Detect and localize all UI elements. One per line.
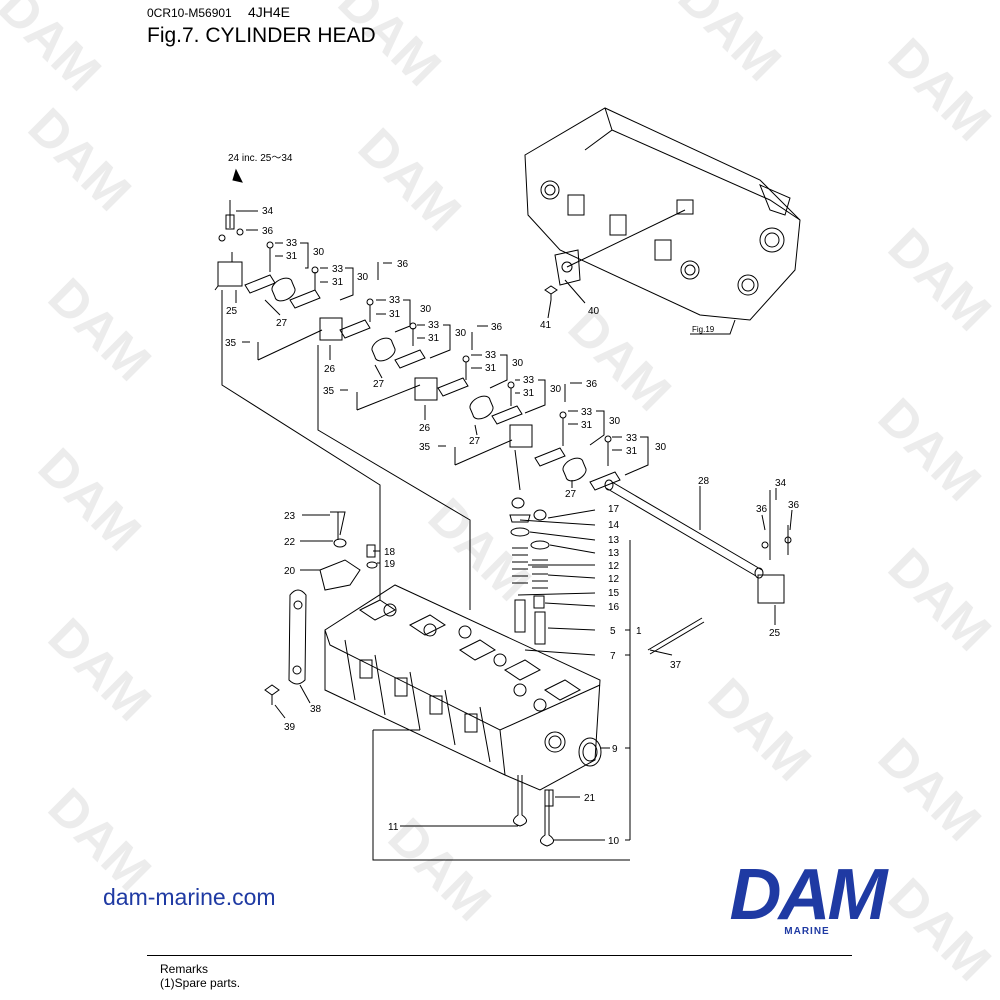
part-label: 15 <box>608 588 620 599</box>
valve-train-drawing <box>509 497 554 847</box>
part-label: 31 <box>626 446 638 457</box>
part-label: 27 <box>469 436 481 447</box>
part-label: 41 <box>540 320 552 331</box>
part-label: 33 <box>626 433 638 444</box>
remarks-heading: Remarks <box>160 962 209 976</box>
part-label: 9 <box>612 744 618 755</box>
part-label: 25 <box>769 628 781 639</box>
part-label: 36 <box>586 379 598 390</box>
part-label: 22 <box>284 537 296 548</box>
part-label: 28 <box>698 476 710 487</box>
part-label: 38 <box>310 704 322 715</box>
part-label: 37 <box>670 660 682 671</box>
remarks: Remarks (1)Spare parts. <box>160 962 240 990</box>
part-label: 33 <box>428 320 440 331</box>
assembly-note: 24 inc. 25～34 <box>228 153 293 164</box>
part-code: 0CR10-M56901 <box>147 6 232 20</box>
part-label: 31 <box>389 309 401 320</box>
part-label: 19 <box>384 559 396 570</box>
logo-text: DAM <box>729 855 888 935</box>
part-label: 27 <box>373 379 385 390</box>
figure-title: Fig.7. CYLINDER HEAD <box>147 24 376 47</box>
part-label: 33 <box>389 295 401 306</box>
part-label: 34 <box>262 206 274 217</box>
part-label: 12 <box>608 574 620 585</box>
part-label: 33 <box>523 375 535 386</box>
engine-model: 4JH4E <box>248 4 291 20</box>
part-label: 18 <box>384 547 396 558</box>
part-label: 30 <box>655 442 667 453</box>
leader-lines <box>221 210 793 625</box>
part-label: 31 <box>332 277 344 288</box>
part-label: 14 <box>608 520 620 531</box>
part-label: 30 <box>313 247 325 258</box>
part-label: 16 <box>608 602 620 613</box>
part-label: 36 <box>397 259 409 270</box>
divider <box>147 955 852 956</box>
part-label: 33 <box>485 350 497 361</box>
part-label: 11 <box>388 822 399 833</box>
part-label: 26 <box>324 364 336 375</box>
arrow-icon <box>232 168 243 183</box>
part-label: 25 <box>226 306 238 317</box>
part-label: 36 <box>491 322 503 333</box>
part-label: 33 <box>332 264 344 275</box>
part-label: 35 <box>323 386 335 397</box>
part-labels: 34 36 33 31 30 33 31 30 36 25 27 35 33 3… <box>225 206 800 847</box>
part-label: 34 <box>775 478 787 489</box>
part-label: 5 <box>610 626 616 637</box>
cylinder-head-drawing <box>324 584 601 791</box>
part-brackets <box>274 509 673 861</box>
part-label: 7 <box>610 651 616 662</box>
website-link[interactable]: dam-marine.com <box>103 884 276 910</box>
part-label: 35 <box>419 442 431 453</box>
remarks-line: (1)Spare parts. <box>160 976 241 990</box>
part-label: 39 <box>284 722 296 733</box>
logo-subtext: MARINE <box>784 926 830 937</box>
part-label: 26 <box>419 423 431 434</box>
part-label: 33 <box>286 238 298 249</box>
part-label: 30 <box>512 358 524 369</box>
part-label: 31 <box>286 251 298 262</box>
part-label: 36 <box>262 226 274 237</box>
part-label: 23 <box>284 511 296 522</box>
part-label: 36 <box>788 500 800 511</box>
part-label: 30 <box>550 384 562 395</box>
part-label: 13 <box>608 548 620 559</box>
part-label: 36 <box>756 504 768 515</box>
engine-block-drawing: Fig.19 <box>524 107 801 335</box>
part-label: 17 <box>608 504 620 515</box>
part-label: 12 <box>608 561 620 572</box>
dam-marine-logo: DAM MARINE <box>717 855 897 940</box>
fig-ref: Fig.19 <box>692 325 715 334</box>
part-label: 10 <box>608 836 620 847</box>
part-label: 31 <box>428 333 440 344</box>
part-label: 13 <box>608 535 620 546</box>
part-label: 21 <box>584 793 596 804</box>
part-label: 30 <box>609 416 621 427</box>
part-label: 20 <box>284 566 296 577</box>
part-label: 40 <box>588 306 600 317</box>
part-label: 31 <box>581 420 593 431</box>
part-label: 31 <box>523 388 535 399</box>
part-label: 35 <box>225 338 237 349</box>
part-label: 30 <box>420 304 432 315</box>
part-label: 31 <box>485 363 497 374</box>
part-label: 33 <box>581 407 593 418</box>
part-label: 1 <box>636 626 642 637</box>
part-label: 30 <box>357 272 369 283</box>
part-label: 27 <box>276 318 288 329</box>
rocker-assembly <box>214 200 792 604</box>
part-label: 27 <box>565 489 577 500</box>
part-label: 30 <box>455 328 467 339</box>
